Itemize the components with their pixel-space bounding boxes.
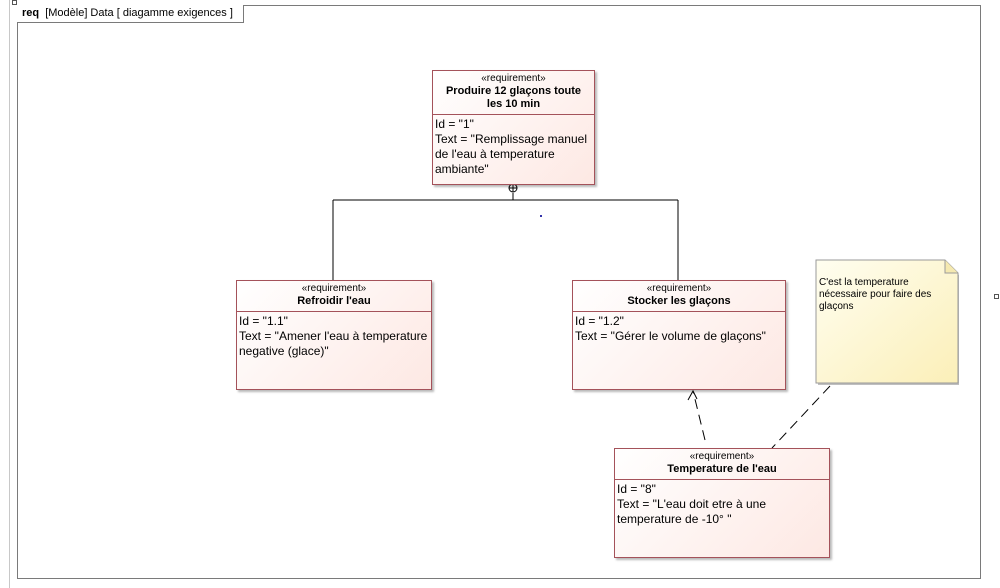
requirement-header: «requirement» Produire 12 glaçons toute … (433, 71, 594, 115)
selection-handle[interactable] (12, 0, 17, 5)
note-anchor-line[interactable] (771, 385, 831, 449)
canvas-left-edge (9, 0, 10, 588)
folded-corner-icon (944, 260, 958, 274)
requirement-header: «requirement» Stocker les glaçons (573, 281, 785, 312)
requirement-stereotype: «requirement» (646, 283, 712, 294)
requirement-stereotype: «requirement» (689, 451, 755, 462)
diagram-frame (17, 5, 981, 579)
requirement-id: Id = "1.1" (239, 314, 288, 328)
frame-label: [Modèle] Data [ diagamme exigences ] (45, 7, 233, 19)
requirement-stereotype: «requirement» (301, 283, 367, 294)
requirement-id: Id = "1" (435, 117, 474, 131)
requirement-text: Text = "Amener l'eau à temperature negat… (239, 329, 428, 358)
requirement-properties: Id = "1" Text = "Remplissage manuel de l… (433, 115, 594, 179)
requirement-name: Produire 12 glaçons toute les 10 min (445, 85, 582, 110)
requirement-properties: Id = "8" Text = "L'eau doit etre à une t… (615, 480, 829, 529)
requirement-text: Text = "L'eau doit etre à une temperatur… (617, 497, 766, 526)
requirement-name: Temperature de l'eau (667, 463, 777, 475)
diagram-frame-header[interactable]: req [Modèle] Data [ diagamme exigences ] (17, 5, 244, 23)
note-shape (815, 259, 959, 385)
requirement-temperature-eau[interactable]: «requirement» Temperature de l'eau Id = … (614, 448, 830, 558)
open-arrowhead-icon (687, 389, 698, 401)
requirement-header: «requirement» Refroidir l'eau (237, 281, 431, 312)
requirement-refroidir-eau[interactable]: «requirement» Refroidir l'eau Id = "1.1"… (236, 280, 432, 390)
requirement-stereotype: «requirement» (481, 73, 546, 84)
requirement-name: Refroidir l'eau (297, 295, 371, 307)
requirement-text: Text = "Gérer le volume de glaçons" (575, 329, 766, 343)
stray-point (540, 215, 542, 217)
requirement-id: Id = "1.2" (575, 314, 624, 328)
frame-kind: req (22, 7, 40, 19)
requirement-id: Id = "8" (617, 482, 656, 496)
comment-note[interactable]: C'est la temperature nécessaire pour fai… (815, 259, 960, 386)
note-text: C'est la temperature nécessaire pour fai… (819, 277, 932, 312)
selection-handle[interactable] (994, 294, 999, 299)
requirement-stocker-glacons[interactable]: «requirement» Stocker les glaçons Id = "… (572, 280, 786, 390)
requirement-produire-glacons[interactable]: «requirement» Produire 12 glaçons toute … (432, 70, 595, 185)
requirement-name: Stocker les glaçons (627, 295, 731, 307)
requirement-properties: Id = "1.1" Text = "Amener l'eau à temper… (237, 312, 431, 361)
containment-relationship[interactable] (332, 183, 679, 280)
requirement-text: Text = "Remplissage manuel de l'eau à te… (435, 132, 587, 176)
requirement-header: «requirement» Temperature de l'eau (615, 449, 829, 480)
requirement-properties: Id = "1.2" Text = "Gérer le volume de gl… (573, 312, 785, 346)
dependency-relationship[interactable] (687, 389, 706, 441)
